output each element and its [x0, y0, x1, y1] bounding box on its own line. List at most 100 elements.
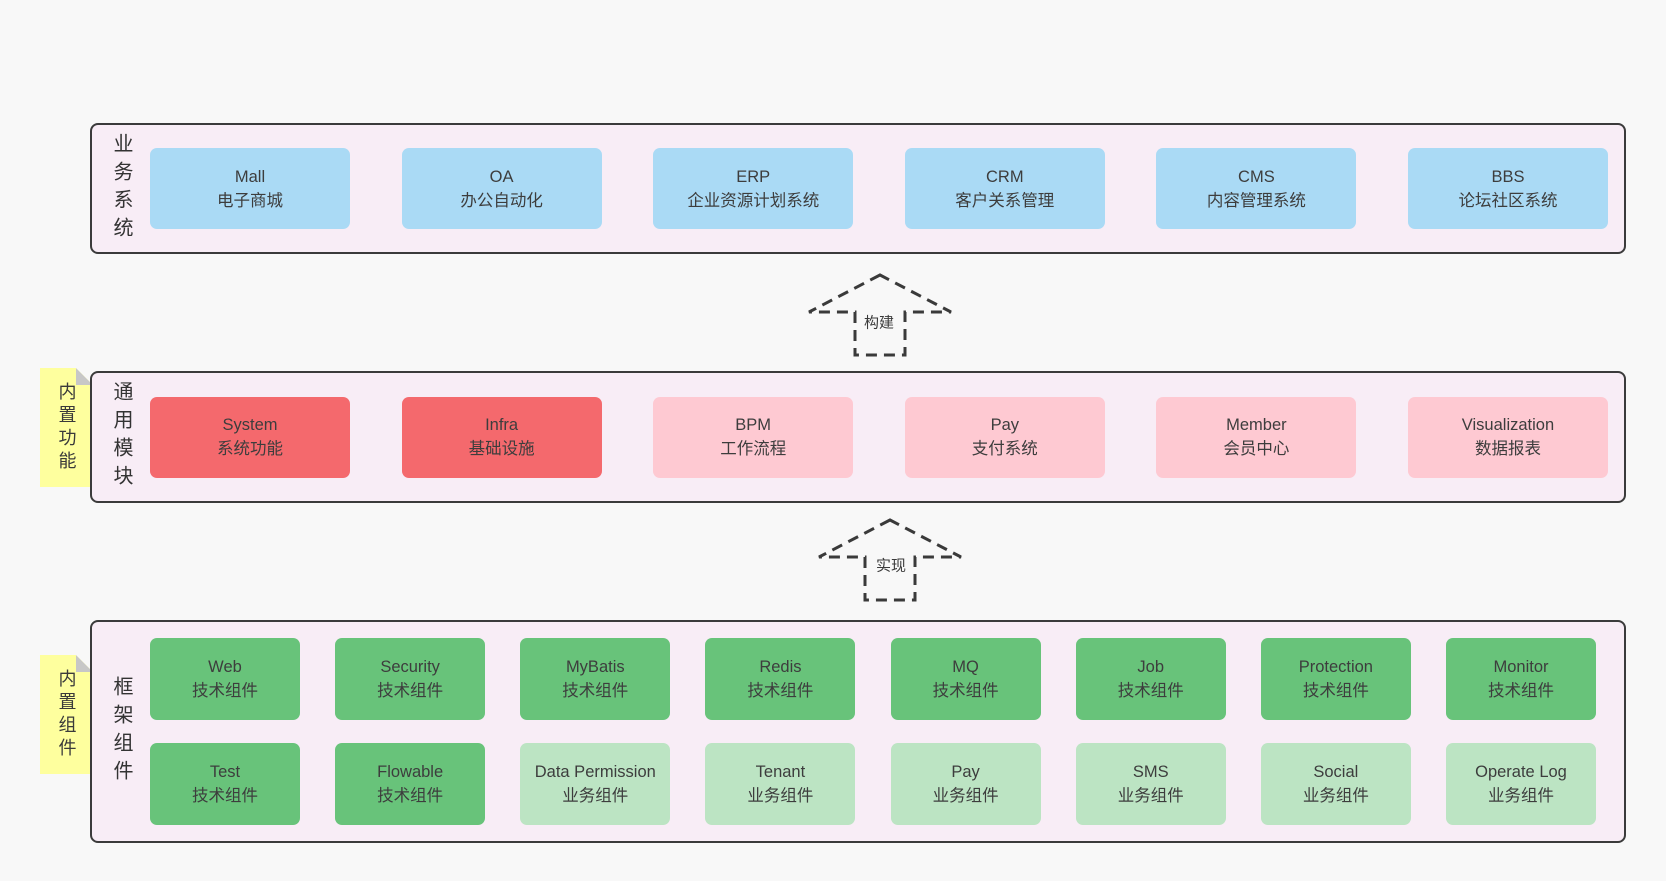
box-title: BPM [735, 416, 772, 434]
layer-label-column: 业务系统 [92, 125, 150, 252]
box-visualization: Visualization 数据报表 [1407, 396, 1608, 478]
box-subtitle: 客户关系管理 [955, 191, 1055, 210]
box-subtitle: 业务组件 [932, 787, 999, 805]
box-title: Pay [990, 416, 1019, 434]
layer-business-systems: 业务系统 Mall 电子商城 OA 办公自动化 ERP 企业资源计划系统 CRM [90, 123, 1626, 254]
box-redis: Redis 技术组件 [705, 638, 856, 720]
box-subtitle: 技术组件 [1117, 682, 1184, 700]
layer-framework-components: 框架组件 Web 技术组件 Security 技术组件 MyBatis 技术组件… [90, 620, 1626, 843]
box-subtitle: 业务组件 [747, 787, 814, 805]
box-infra: Infra 基础设施 [401, 396, 602, 478]
box-title: Pay [951, 763, 980, 781]
arrow-label-implement: 实现 [872, 553, 910, 577]
layer-title: 业务系统 [110, 132, 132, 245]
box-subtitle: 会员中心 [1223, 440, 1290, 458]
box-title: Mall [234, 167, 266, 186]
sticky-note-text: 内置功能 [56, 381, 77, 474]
box-title: Test [209, 763, 241, 781]
box-subtitle: 支付系统 [971, 440, 1038, 458]
layer-boxes-area: Web 技术组件 Security 技术组件 MyBatis 技术组件 Redi… [150, 622, 1624, 841]
box-job: Job 技术组件 [1075, 638, 1226, 720]
sticky-note-text: 内置组件 [56, 668, 77, 761]
box-row: Web 技术组件 Security 技术组件 MyBatis 技术组件 Redi… [150, 638, 1596, 720]
box-subtitle: 技术组件 [562, 682, 629, 700]
box-title: Visualization [1461, 416, 1555, 434]
box-bpm: BPM 工作流程 [653, 396, 854, 478]
box-cms: CMS 内容管理系统 [1156, 148, 1357, 229]
box-mq: MQ 技术组件 [890, 638, 1041, 720]
box-test: Test 技术组件 [150, 743, 300, 825]
box-subtitle: 业务组件 [562, 787, 629, 805]
box-operate-log: Operate Log 业务组件 [1445, 743, 1596, 825]
box-monitor: Monitor 技术组件 [1445, 638, 1596, 720]
box-security: Security 技术组件 [335, 638, 486, 720]
box-pay-component: Pay 业务组件 [890, 743, 1041, 825]
box-tenant: Tenant 业务组件 [705, 743, 856, 825]
box-subtitle: 论坛社区系统 [1458, 191, 1558, 210]
box-flowable: Flowable 技术组件 [335, 743, 486, 825]
box-title: Data Permission [534, 763, 656, 781]
box-member: Member 会员中心 [1156, 396, 1357, 478]
box-subtitle: 技术组件 [192, 787, 258, 805]
box-subtitle: 技术组件 [1487, 682, 1554, 700]
layer-title: 框架组件 [110, 675, 132, 788]
box-subtitle: 技术组件 [377, 787, 444, 805]
box-oa: OA 办公自动化 [401, 148, 602, 229]
box-title: Flowable [377, 763, 444, 781]
arrow-label-build: 构建 [860, 310, 898, 334]
box-title: BBS [1491, 167, 1525, 186]
box-row: System 系统功能 Infra 基础设施 BPM 工作流程 Pay 支付系统… [150, 396, 1608, 478]
box-title: CRM [985, 167, 1024, 186]
box-title: Member [1226, 416, 1287, 434]
box-title: Monitor [1493, 658, 1549, 676]
layer-boxes-area: System 系统功能 Infra 基础设施 BPM 工作流程 Pay 支付系统… [150, 373, 1624, 501]
box-subtitle: 技术组件 [747, 682, 814, 700]
box-title: Operate Log [1475, 763, 1567, 781]
box-title: Protection [1298, 658, 1373, 676]
box-title: Social [1313, 763, 1359, 781]
box-title: System [222, 416, 278, 434]
box-row: Mall 电子商城 OA 办公自动化 ERP 企业资源计划系统 CRM 客户关系… [150, 148, 1608, 229]
box-subtitle: 系统功能 [217, 440, 283, 458]
layer-common-modules: 通用模块 System 系统功能 Infra 基础设施 BPM 工作流程 Pay [90, 371, 1626, 503]
box-title: Web [208, 658, 242, 676]
box-subtitle: 业务组件 [1302, 787, 1369, 805]
box-subtitle: 业务组件 [1487, 787, 1554, 805]
layer-label-column: 框架组件 [92, 622, 150, 841]
box-subtitle: 技术组件 [192, 682, 258, 700]
box-bbs: BBS 论坛社区系统 [1407, 148, 1608, 229]
box-subtitle: 技术组件 [932, 682, 999, 700]
box-title: OA [489, 167, 514, 186]
box-row: Test 技术组件 Flowable 技术组件 Data Permission … [150, 743, 1596, 825]
box-mybatis: MyBatis 技术组件 [520, 638, 671, 720]
box-web: Web 技术组件 [150, 638, 300, 720]
box-title: ERP [736, 167, 771, 186]
box-subtitle: 内容管理系统 [1206, 191, 1306, 210]
box-title: MyBatis [565, 658, 625, 676]
box-subtitle: 办公自动化 [460, 191, 543, 210]
box-system: System 系统功能 [150, 396, 350, 478]
box-title: SMS [1132, 763, 1169, 781]
box-social: Social 业务组件 [1260, 743, 1411, 825]
box-data-permission: Data Permission 业务组件 [520, 743, 671, 825]
box-subtitle: 工作流程 [720, 440, 787, 458]
box-subtitle: 业务组件 [1117, 787, 1184, 805]
box-title: Infra [485, 416, 519, 434]
layer-boxes-area: Mall 电子商城 OA 办公自动化 ERP 企业资源计划系统 CRM 客户关系… [150, 125, 1624, 252]
box-title: Redis [759, 658, 802, 676]
box-title: Security [380, 658, 440, 676]
box-subtitle: 电子商城 [217, 191, 283, 210]
layer-title: 通用模块 [110, 381, 132, 493]
box-title: Job [1137, 658, 1164, 676]
box-protection: Protection 技术组件 [1260, 638, 1411, 720]
box-subtitle: 技术组件 [1302, 682, 1369, 700]
box-erp: ERP 企业资源计划系统 [653, 148, 854, 229]
box-mall: Mall 电子商城 [150, 148, 350, 229]
box-subtitle: 技术组件 [377, 682, 444, 700]
box-sms: SMS 业务组件 [1075, 743, 1226, 825]
box-title: MQ [952, 658, 979, 676]
box-subtitle: 企业资源计划系统 [687, 191, 820, 210]
sticky-note-builtin-components: 内置组件 [40, 655, 93, 774]
box-subtitle: 基础设施 [468, 440, 535, 458]
sticky-note-builtin-functions: 内置功能 [40, 368, 93, 487]
